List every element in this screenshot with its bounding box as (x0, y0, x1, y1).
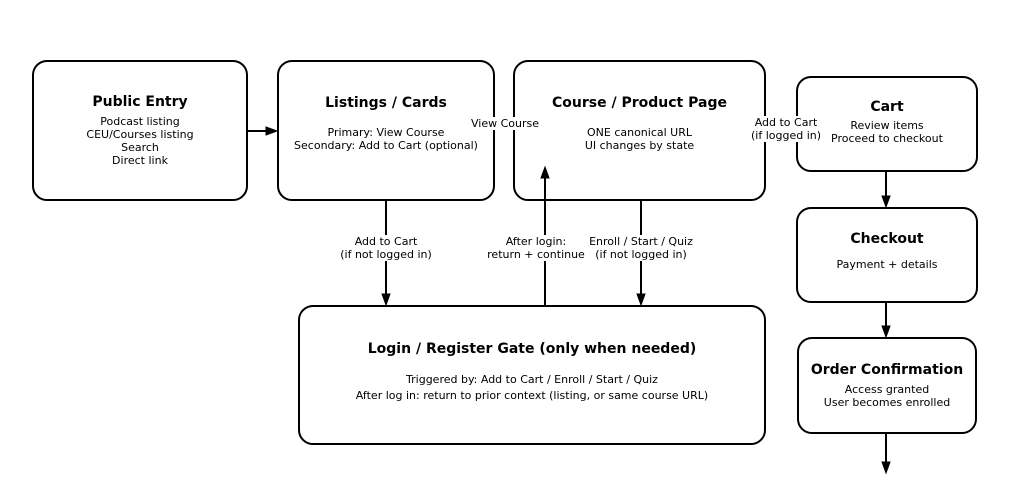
node-line: Review items (850, 119, 924, 132)
edge-label-line: Enroll / Start / Quiz (589, 235, 693, 248)
node-title: Login / Register Gate (only when needed) (367, 340, 697, 357)
node-line: Triggered by: Add to Cart / Enroll / Sta… (406, 372, 658, 386)
node-title: Checkout (850, 231, 924, 247)
node-line: After log in: return to prior context (l… (355, 388, 709, 402)
node-body: Podcast listing CEU/Courses listing Sear… (86, 115, 193, 167)
node-title: Course / Product Page (552, 95, 727, 111)
node-line: Direct link (112, 154, 168, 167)
node-body: ONE canonical URL UI changes by state (585, 126, 694, 152)
node-title: Public Entry (92, 94, 188, 110)
node-line: Search (121, 141, 159, 154)
node-line: Proceed to checkout (831, 132, 943, 145)
node-cart: Cart Review items Proceed to checkout (796, 76, 978, 172)
arrow-checkout-to-order-confirmation (881, 303, 891, 339)
arrow-cart-to-checkout (881, 172, 891, 209)
edge-label-line: (if not logged in) (595, 248, 687, 261)
arrow-order-confirmation-exit (881, 434, 891, 475)
node-title: Cart (870, 99, 904, 115)
node-line: User becomes enrolled (823, 396, 951, 409)
edge-label-line: View Course (470, 117, 540, 130)
node-order-confirmation: Order Confirmation Access granted User b… (797, 337, 977, 434)
node-login-register-gate: Login / Register Gate (only when needed)… (298, 305, 766, 445)
edge-label-view-course: View Course (468, 117, 542, 130)
node-body: Triggered by: Add to Cart / Enroll / Sta… (356, 372, 708, 404)
node-public-entry: Public Entry Podcast listing CEU/Courses… (32, 60, 248, 201)
node-body: Payment + details (836, 258, 937, 271)
arrow-public-entry-to-listings (248, 126, 279, 136)
node-body: Access granted User becomes enrolled (824, 383, 950, 409)
edge-label-line: (if logged in) (750, 129, 822, 142)
node-body: Review items Proceed to checkout (831, 119, 943, 145)
node-body: Primary: View Course Secondary: Add to C… (294, 126, 478, 152)
edge-label-line: Add to Cart (354, 235, 418, 248)
edge-label-line: (if not logged in) (340, 248, 432, 261)
edge-label-add-to-cart-logged-in: Add to Cart (if logged in) (748, 116, 824, 142)
node-title: Order Confirmation (810, 362, 964, 378)
node-line: Podcast listing (100, 115, 180, 128)
node-line: Payment + details (836, 258, 938, 271)
edge-label-enroll-start-quiz: Enroll / Start / Quiz (if not logged in) (587, 235, 695, 261)
edge-label-line: Add to Cart (754, 116, 818, 129)
node-line: ONE canonical URL (586, 126, 692, 139)
node-line: Primary: View Course (327, 126, 445, 139)
node-checkout: Checkout Payment + details (796, 207, 978, 303)
node-title: Listings / Cards (325, 95, 447, 111)
edge-label-line: After login: (505, 235, 567, 248)
node-line: UI changes by state (584, 139, 695, 152)
node-listings-cards: Listings / Cards Primary: View Course Se… (277, 60, 495, 201)
node-line: CEU/Courses listing (86, 128, 194, 141)
edge-label-line: return + continue (487, 248, 585, 261)
node-course-product-page: Course / Product Page ONE canonical URL … (513, 60, 766, 201)
node-line: Secondary: Add to Cart (optional) (294, 139, 478, 152)
edge-label-add-to-cart-not-logged-in: Add to Cart (if not logged in) (338, 235, 434, 261)
node-line: Access granted (844, 383, 930, 396)
edge-label-after-login: After login: return + continue (485, 235, 587, 261)
